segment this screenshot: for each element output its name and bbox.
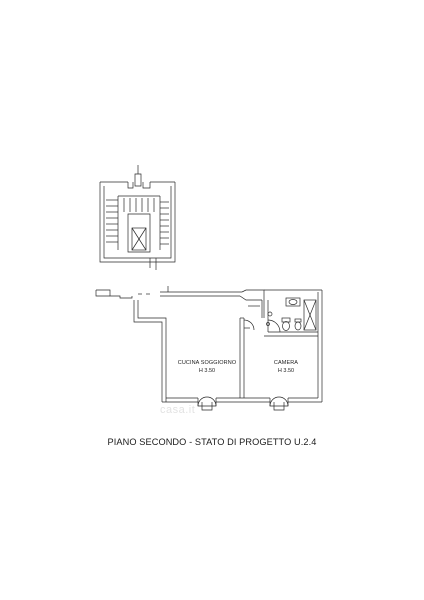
room-label-cucina-soggiorno: CUCINA SOGGIORNO (177, 360, 237, 366)
room-height-cucina-soggiorno: H 3.50 (198, 368, 216, 374)
room-label-camera: CAMERA (273, 360, 299, 366)
bathroom (266, 297, 317, 333)
interior-doors (243, 300, 263, 331)
watermark-logo: casa.it (160, 404, 196, 416)
stairwell (99, 165, 176, 270)
plan-title: PIANO SECONDO - STATO DI PROGETTO U.2.4 (107, 437, 317, 447)
windows (197, 396, 289, 411)
room-height-camera: H 3.50 (277, 368, 295, 374)
apartment-walls (95, 286, 323, 403)
